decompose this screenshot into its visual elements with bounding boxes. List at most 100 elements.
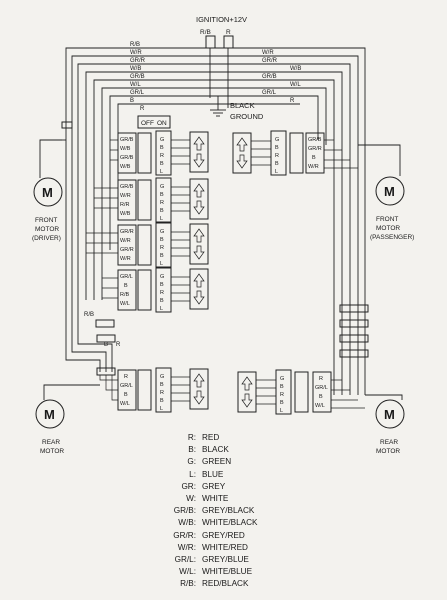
rr-pin-1: R xyxy=(319,376,323,382)
s2-pin-2: W/R xyxy=(120,193,131,199)
legend-code: B: xyxy=(188,445,196,455)
legend-code: W: xyxy=(186,494,196,504)
legend-code: W/B: xyxy=(178,518,196,528)
s3-conn-r: R xyxy=(160,245,164,251)
legend-code: L: xyxy=(189,469,196,479)
rr-up-arrow-icon xyxy=(241,376,253,391)
wire-label-b-top: B xyxy=(130,98,134,104)
legend-name: GREY/BLUE xyxy=(202,555,249,565)
rr-pin-3: B xyxy=(319,394,323,400)
rear-left-motor-line1: REAR xyxy=(42,439,60,446)
s4-conn-g: G xyxy=(160,274,164,280)
s4-down-arrow-icon xyxy=(193,290,205,305)
rr-conn-r: R xyxy=(280,392,284,398)
right-wire-labels: W/R GR/R W/B GR/B W/L GR/L R xyxy=(262,50,301,104)
s3-conn-g: G xyxy=(160,229,164,235)
legend-code: W/L: xyxy=(179,567,196,577)
front-right-motor-line3: (PASSENGER) xyxy=(370,234,414,241)
s2-conn-l: L xyxy=(160,216,163,222)
rl-conn-g: G xyxy=(160,374,164,380)
rl-down-arrow-icon xyxy=(193,390,205,405)
rl-conn-b: B xyxy=(160,382,164,388)
s3-down-arrow-icon xyxy=(193,245,205,260)
rear-left-switch: R GR/L B W/L G B R B L xyxy=(99,367,209,413)
switch-4: GR/L B R/B W/L G B R B L xyxy=(102,267,209,313)
rear-right-switch: G B R B L R GR/L B W/L xyxy=(237,369,365,415)
s2-up-arrow-icon xyxy=(193,183,205,198)
legend-row: GR:GREY xyxy=(150,481,300,493)
s4-up-arrow-icon xyxy=(193,273,205,288)
s2-pin-4: W/B xyxy=(120,211,131,217)
s1-conn-l: L xyxy=(160,169,163,175)
fr-conn-r: R xyxy=(275,153,279,159)
ignition-pin-r: R xyxy=(226,29,231,36)
s4-conn-l: L xyxy=(160,306,163,312)
legend-name: WHITE/RED xyxy=(202,542,248,552)
s4-pin-4: W/L xyxy=(120,301,130,307)
wire-label-r-top: R xyxy=(140,106,145,112)
legend-name: GREY/BLACK xyxy=(202,506,255,516)
legend-row: L: BLUE xyxy=(150,469,300,481)
front-right-motor-line2: MOTOR xyxy=(376,225,400,232)
wire-label-wr-left: W/R xyxy=(130,50,142,56)
wire-label-grr-right: GR/R xyxy=(262,58,278,64)
fr-up-arrow-icon xyxy=(236,137,248,152)
wire-label-wl-right: W/L xyxy=(290,82,301,88)
ground-label-line2: GROUND xyxy=(230,112,264,121)
fr-pin-4: W/R xyxy=(308,164,319,170)
legend-name: GREY xyxy=(202,481,226,491)
s4-pin-2: B xyxy=(124,283,128,289)
top-wire-labels: R/B W/R GR/R W/B GR/B W/L GR/L B R xyxy=(130,42,146,112)
fr-pin-1: GR/B xyxy=(308,137,322,143)
wire-label-grl-right: GR/L xyxy=(262,90,277,96)
legend-code: GR/B: xyxy=(173,506,196,516)
s2-conn-g: G xyxy=(160,184,164,190)
legend-row: R:RED xyxy=(150,432,300,444)
front-left-motor-line3: (DRIVER) xyxy=(32,235,61,242)
legend-row: W: WHITE xyxy=(150,493,300,505)
s1-pin-3: GR/B xyxy=(120,155,134,161)
front-right-switch: G B R B L GR/B GR/R B W/R xyxy=(232,130,358,176)
legend-code: GR/R: xyxy=(173,530,196,540)
wire-label-grb-top: GR/B xyxy=(130,74,145,80)
s3-pin-1: GR/R xyxy=(120,229,134,235)
s1-conn-b2: B xyxy=(160,161,164,167)
legend-code: G: xyxy=(187,457,196,467)
ignition-pin-rb: R/B xyxy=(200,29,211,36)
s1-conn-b: B xyxy=(160,145,164,151)
front-left-motor: M FRONT MOTOR (DRIVER) xyxy=(32,139,66,242)
s3-pin-3: GR/R xyxy=(120,247,134,253)
legend-name: BLUE xyxy=(202,469,224,479)
rear-left-motor-symbol: M xyxy=(44,407,55,422)
s2-pin-3: R/R xyxy=(120,202,130,208)
legend-name: WHITE xyxy=(202,494,229,504)
color-legend: R:RED B:BLACK G:GREEN L:BLUE GR:GREY W:W… xyxy=(150,432,300,591)
s4-conn-b2: B xyxy=(160,298,164,304)
fr-conn-l: L xyxy=(275,169,278,175)
rear-left-motor: M REAR MOTOR xyxy=(35,384,100,455)
lock-switch: OFF ON xyxy=(137,115,171,129)
s1-pin-4: W/B xyxy=(120,164,131,170)
legend-row: W/R:WHITE/RED xyxy=(150,542,300,554)
legend-name: RED xyxy=(202,433,220,442)
rl-pin-3: B xyxy=(124,392,128,398)
s2-pin-1: GR/B xyxy=(120,184,134,190)
rl-conn-l: L xyxy=(160,406,163,412)
legend-row: W/L: WHITE/BLUE xyxy=(150,566,300,578)
legend-row: GR/L:GREY/BLUE xyxy=(150,554,300,566)
legend-name: WHITE/BLUE xyxy=(202,567,253,577)
rl-pin-4: W/L xyxy=(120,401,130,407)
wire-label-rb-left: R/B xyxy=(84,312,94,318)
legend-row: GR/R:GREY/RED xyxy=(150,530,300,542)
wire-label-b-left: B xyxy=(104,342,108,348)
fr-pin-3: B xyxy=(312,155,316,161)
front-left-motor-symbol: M xyxy=(42,185,53,200)
s4-conn-r: R xyxy=(160,290,164,296)
switch-on-label: ON xyxy=(157,120,167,127)
front-right-motor-line1: FRONT xyxy=(376,216,398,223)
wire-label-grl-top: GR/L xyxy=(130,90,145,96)
s2-down-arrow-icon xyxy=(193,200,205,215)
s2-conn-r: R xyxy=(160,200,164,206)
wire-label-r-left: R xyxy=(116,342,121,348)
legend-row: GR/B: GREY/BLACK xyxy=(150,505,300,517)
